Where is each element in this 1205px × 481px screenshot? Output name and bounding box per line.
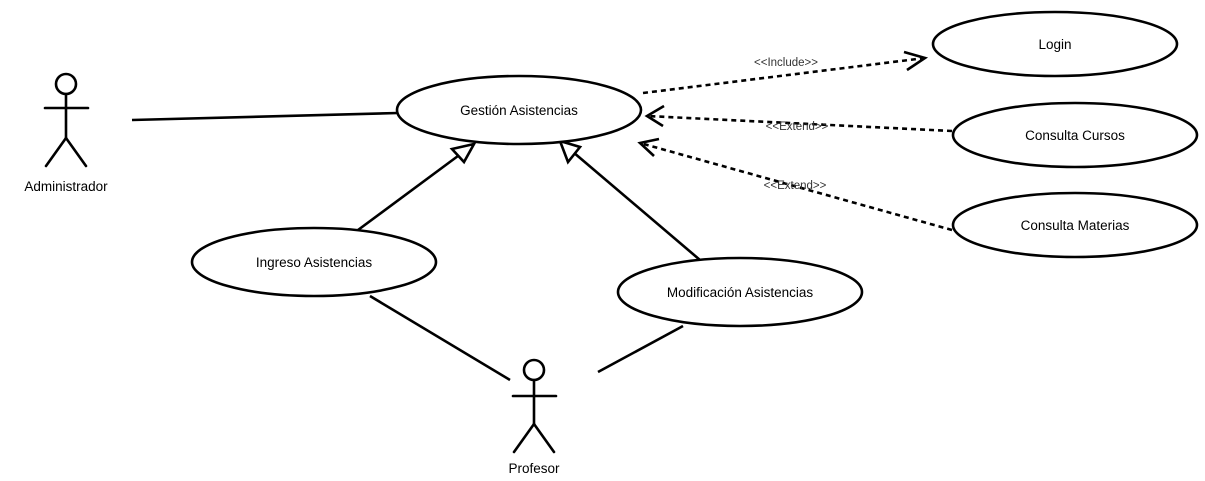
use-case-consulta-materias[interactable]: Consulta Materias — [951, 191, 1199, 259]
actor-right-leg — [64, 136, 88, 168]
actor-administrador-label: Administrador — [24, 179, 108, 194]
use-case-login[interactable]: Login — [931, 10, 1179, 78]
association-ingreso-profesor — [369, 294, 511, 382]
generalization-ingreso-gestion — [357, 142, 477, 232]
actor-left-leg — [44, 136, 68, 168]
actor-profesor-label: Profesor — [508, 461, 560, 476]
association-modificacion-profesor — [597, 324, 684, 374]
include-label: <<Include>> — [754, 57, 818, 69]
actor-right-leg — [532, 422, 556, 454]
use-case-gestion-asistencias[interactable]: Gestión Asistencias — [395, 74, 643, 146]
extend-label-cursos: <<Extend>> — [766, 121, 829, 133]
use-case-modificacion-label: Modificación Asistencias — [667, 285, 814, 300]
use-case-login-label: Login — [1038, 37, 1071, 52]
use-case-consulta-cursos-label: Consulta Cursos — [1025, 128, 1125, 143]
extend-dependency-materias — [637, 137, 953, 232]
actor-head — [522, 358, 546, 382]
generalization-modificacion-gestion — [557, 138, 701, 261]
use-case-consulta-cursos[interactable]: Consulta Cursos — [951, 101, 1199, 169]
use-case-ingreso-asistencias[interactable]: Ingreso Asistencias — [190, 226, 438, 298]
extend-label-materias: <<Extend>> — [764, 180, 827, 192]
actor-left-leg — [512, 422, 536, 454]
use-case-modificacion-asistencias[interactable]: Modificación Asistencias — [616, 256, 864, 328]
use-case-gestion-label: Gestión Asistencias — [460, 103, 578, 118]
use-case-ingreso-label: Ingreso Asistencias — [256, 255, 373, 270]
actor-profesor[interactable]: Profesor — [508, 358, 560, 476]
extend-dependency-cursos — [644, 104, 953, 133]
use-case-consulta-materias-label: Consulta Materias — [1021, 218, 1130, 233]
association-administrador-gestion — [131, 111, 399, 122]
actor-head — [54, 72, 78, 96]
include-dependency — [642, 50, 929, 95]
actor-administrador[interactable]: Administrador — [24, 72, 108, 194]
